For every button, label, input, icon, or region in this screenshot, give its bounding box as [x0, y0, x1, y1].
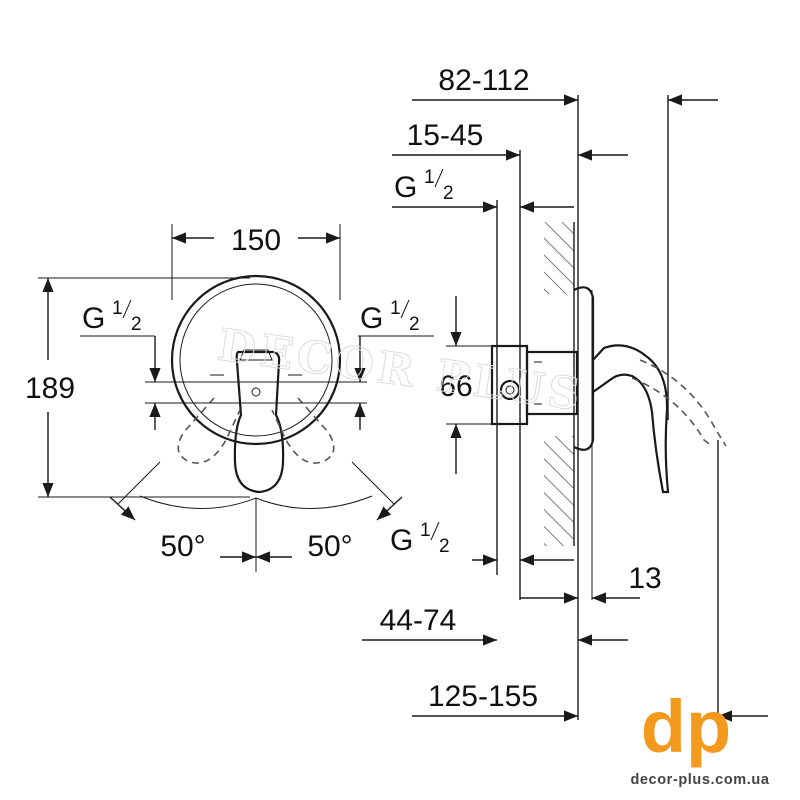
dim-66: 66	[439, 370, 472, 403]
lever-cap	[239, 349, 273, 361]
svg-text:G: G	[360, 302, 383, 335]
thread-label-side-bottom: G 1 2	[390, 520, 450, 557]
lever-ghost-right	[271, 397, 335, 464]
svg-text:G: G	[82, 302, 105, 335]
brand-dot	[251, 387, 261, 397]
thread-label-side-top: G 1 2	[394, 167, 454, 204]
lever-ghost-left	[177, 397, 241, 464]
logo-mark: dp	[641, 685, 731, 768]
dim-angle-left: 50°	[160, 530, 205, 563]
dim-width-150: 150	[231, 224, 281, 257]
watermark: DECOR PLUS	[215, 320, 587, 422]
dim-82-112: 82-112	[438, 64, 529, 97]
dim-13: 13	[628, 562, 661, 595]
logo-url: decor-plus.com.ua	[630, 772, 769, 788]
lever-handle	[233, 350, 285, 494]
dim-125-155: 125-155	[428, 680, 538, 713]
side-view: 82-112 15-45 G 1 2 66 G 1 2	[362, 64, 768, 722]
thread-label-front-right: G 1 2	[360, 298, 420, 335]
decor-plus-logo: dp decor-plus.com.ua	[630, 685, 769, 788]
escutcheon-inner-ring	[179, 283, 333, 437]
valve-cartridge	[525, 350, 579, 416]
escutcheon-side	[573, 286, 595, 451]
svg-text:2: 2	[439, 536, 450, 557]
dim-44-74: 44-74	[380, 604, 457, 637]
thread-label-front-left: G 1 2	[82, 298, 142, 335]
svg-text:1: 1	[424, 167, 435, 188]
dim-angle-right: 50°	[307, 530, 352, 563]
wall-hatch-lower	[544, 436, 574, 546]
svg-text:1: 1	[420, 520, 431, 541]
svg-text:G: G	[390, 524, 413, 557]
front-view: 150 189 G 1 2 G 1 2	[25, 224, 434, 572]
lever-side	[592, 344, 670, 494]
wall-hatch-upper	[544, 222, 574, 294]
lever-side-ghost	[639, 359, 727, 447]
svg-text:1: 1	[112, 298, 123, 319]
escutcheon-plate	[170, 274, 342, 446]
valve-port	[499, 379, 521, 401]
svg-text:2: 2	[409, 314, 420, 335]
svg-text:1: 1	[390, 298, 401, 319]
svg-text:G: G	[394, 171, 417, 204]
svg-text:2: 2	[443, 183, 454, 204]
dim-15-45: 15-45	[407, 119, 484, 152]
svg-text:2: 2	[131, 314, 142, 335]
dim-height-189: 189	[25, 372, 75, 405]
